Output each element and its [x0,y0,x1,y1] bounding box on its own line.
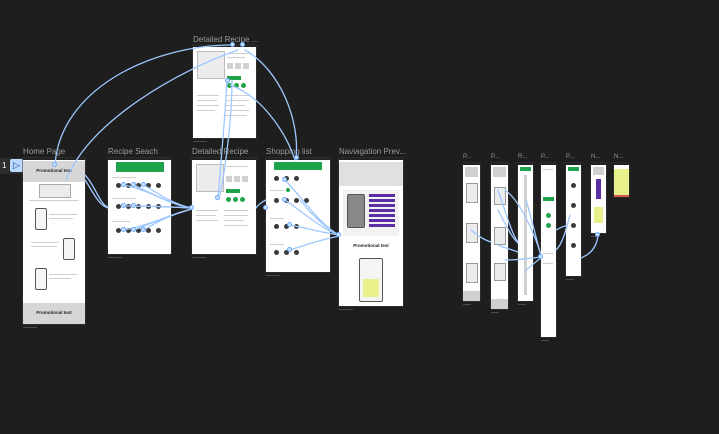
phone-mockup [35,268,47,290]
nutrition-dot [241,83,246,88]
frame-m1[interactable] [463,163,480,301]
hero-image [39,184,71,198]
frame-label-m3[interactable]: R... [518,154,528,160]
page-number: 1 [2,161,7,170]
phone-mockup [35,208,47,230]
text-line [225,100,249,101]
text-line [112,221,130,222]
text-line [49,278,71,279]
frame-label-detail-top[interactable]: Detailed Recipe ... [193,35,259,44]
text-line [225,105,245,106]
tag-icon [235,63,241,69]
text-line [197,110,215,111]
nutrition-dot [227,83,232,88]
frame-home[interactable]: Promotional text Promotional text [23,158,85,324]
tag-icon [243,63,249,69]
frame-m6[interactable] [591,163,606,233]
list-header-bar [274,162,322,170]
text-line [49,214,77,215]
status-bar [192,158,256,160]
frame-nav[interactable]: Promotional text [339,158,403,306]
status-bar [108,158,171,160]
sticky-note [363,279,379,297]
frame-label-m4[interactable]: P... [541,154,550,160]
search-bar[interactable] [116,162,164,172]
page-icon[interactable]: ▷ [10,159,23,172]
text-line [197,105,219,106]
text-line [197,95,219,96]
phone-mockup [63,238,75,260]
frame-label-m7[interactable]: N... [614,154,624,160]
status-bar [339,158,403,160]
text-line [31,242,59,243]
frame-m2[interactable] [491,163,508,309]
frame-label-m5[interactable]: P... [566,154,575,160]
add-button[interactable] [227,76,241,80]
text-line [29,200,79,201]
frame-m7[interactable] [614,163,629,197]
frame-label-shopping[interactable]: Shopping list [266,147,312,156]
frame-label-m6[interactable]: N... [591,154,601,160]
nutrition-dot [234,83,239,88]
frame-m5[interactable] [566,163,581,276]
tag-icon [227,63,233,69]
status-bar [193,45,256,47]
phone-mockup-navigation [359,258,383,302]
frame-label-home[interactable]: Home Page [23,147,66,156]
text-line [31,246,57,247]
text-line [197,100,217,101]
text-line [227,57,245,58]
frame-m4[interactable] [541,163,556,337]
text-line [225,110,249,111]
aisle-list [369,194,395,232]
text-line [112,177,136,178]
text-line [112,198,136,199]
promo-text-nav: Promotional text [339,240,403,252]
frame-label-m2[interactable]: P... [491,154,500,160]
text-line [227,53,249,54]
promo-banner-bottom: Promotional text [23,303,85,324]
add-to-list-button[interactable] [226,189,240,193]
promo-banner-nav [339,162,403,186]
text-line [49,274,77,275]
frame-label-search[interactable]: Recipe Seach [108,147,158,156]
promo-banner-top: Promotional text [23,161,85,182]
text-line [49,218,73,219]
phone-mockup [347,194,365,228]
frame-label-nav[interactable]: Naviagation Prev... [339,147,406,156]
frame-label-m1[interactable]: P... [463,154,472,160]
status-bar [23,158,85,160]
text-line [225,95,249,96]
frame-label-detail[interactable]: Detailed Recipe [192,147,249,156]
text-line [225,115,247,116]
